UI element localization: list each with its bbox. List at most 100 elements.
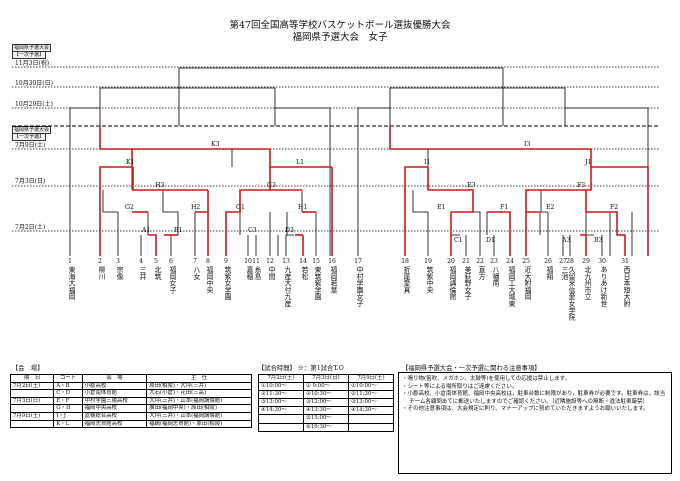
game-label-A3: A3 — [562, 237, 571, 244]
team-number: 30 — [598, 258, 606, 265]
team-name: 美萩野女子 — [463, 266, 471, 300]
venue-header-chief: 主 任 — [146, 374, 252, 383]
venue-cell-court: A・B — [53, 381, 83, 391]
team-name: 久留米信愛女学院 — [567, 266, 575, 321]
team-name: 筑紫女学園 — [223, 266, 231, 300]
note-item: ・小郡高校、小倉南体育館、福岡中央高校は，駐車台数に制限があり，駐車券が必要です… — [402, 391, 666, 405]
note-item: ・その他注意事項は、大会規定に則り、マナーアップに努めていただきますようお願いい… — [402, 406, 649, 413]
team-number: 29 — [582, 258, 590, 265]
team-name: 福岡中央 — [205, 266, 213, 294]
venue-header-row: 期 日 コート 会 場 主 任 — [9, 374, 252, 383]
times-cell: ①10:00～ — [348, 382, 394, 392]
team-name: 若松 — [300, 266, 308, 280]
game-label-E2: E2 — [546, 204, 555, 211]
team-name: 北九州市立 — [583, 266, 591, 300]
venue-cell-date: 7月9日(土) — [9, 411, 55, 421]
team-number: 24 — [506, 258, 514, 265]
venue-cell-chief: 原田(柏陵)・大坪(三井) — [146, 381, 252, 391]
times-header-day2: 7月3日(日) — [303, 373, 349, 384]
team-number: 22 — [476, 258, 484, 265]
times-cell: ⑥16:30～ — [303, 422, 349, 432]
team-name: 西日本短大附 — [622, 266, 630, 307]
venue-cell-place: 中村学園三陽高校 — [81, 396, 148, 406]
team-name: 北筑 — [153, 266, 161, 280]
team-number: 3 — [116, 258, 120, 265]
date-label-quarterfinal: 10月29日(土) — [15, 101, 53, 108]
team-number: 14 — [299, 258, 307, 265]
venue-header-date: 期 日 — [9, 374, 55, 383]
venue-cell-date — [9, 419, 55, 429]
times-cell — [258, 414, 304, 424]
game-label-J1: J1 — [585, 159, 592, 166]
game-label-H1: H1 — [298, 204, 308, 211]
team-number: 27 — [559, 258, 567, 265]
notes-panel — [398, 372, 672, 474]
team-name: 中村学園女子 — [355, 266, 363, 307]
team-number: 26 — [544, 258, 552, 265]
venue-cell-court: C・D — [53, 389, 83, 398]
times-table: 7月2日(土) 7月3日(日) 7月9日(土) ①10:00～① 9:00～①1… — [258, 373, 394, 432]
team-number: 9 — [224, 258, 228, 265]
times-cell: ④13:30～ — [303, 406, 349, 416]
team-number: 2 — [98, 258, 102, 265]
date-label-round2: 7月3日(日) — [15, 178, 46, 185]
game-label-B1: B1 — [174, 227, 183, 234]
team-name: 福岡講倫館 — [448, 266, 456, 300]
team-number: 12 — [266, 258, 274, 265]
game-label-C1: C1 — [454, 237, 463, 244]
game-label-I1: I1 — [424, 159, 431, 166]
team-name: 福岡若葉 — [329, 266, 337, 294]
times-cell: ③12:00～ — [303, 398, 349, 408]
times-cell — [348, 422, 394, 432]
venue-cell-place: 福岡中央高校 — [81, 404, 148, 413]
times-cell: ③13:00～ — [348, 398, 394, 408]
team-number: 6 — [169, 258, 173, 265]
venue-cell-place: 嘉穂総合高校 — [81, 411, 148, 421]
venue-panel-title: 【会 場】 — [12, 365, 44, 372]
venue-header-place: 会 場 — [81, 374, 148, 383]
venue-cell-court: E・F — [53, 396, 83, 406]
times-cell — [348, 414, 394, 424]
times-cell: ①10:00～ — [258, 382, 304, 392]
notes-panel-title: 【福岡県予選大会・一次予選に関わる注意事項】 — [402, 365, 541, 372]
venue-header-court: コート — [53, 374, 83, 383]
team-name: 八女 — [192, 266, 200, 280]
venue-cell-court: G・H — [53, 404, 83, 413]
times-note: ※：第1試合T.O — [297, 365, 344, 372]
times-row: ①10:00～① 9:00～①10:00～ — [258, 382, 394, 392]
times-label: 【試合時間】 — [258, 365, 296, 372]
team-name: 宗像 — [115, 266, 123, 280]
team-number: 10 — [244, 258, 252, 265]
team-name: 福岡工大城東 — [507, 266, 515, 307]
game-label-F1: F1 — [500, 204, 509, 211]
team-name: 嘉穂 — [245, 266, 253, 280]
team-name: 近大附福岡 — [523, 266, 531, 300]
venue-cell-court: K・L — [53, 419, 83, 429]
team-number: 15 — [312, 258, 320, 265]
stage-tag-sub: 【一次予選】 — [12, 51, 47, 59]
page-subtitle: 福岡県予選大会 女子 — [292, 32, 388, 43]
game-label-E3: E3 — [467, 182, 476, 189]
note-item: ・鳴り物(笛吹、メガホン、太鼓等)を使用しての応援は禁止します。 — [402, 376, 571, 382]
team-number: 20 — [447, 258, 455, 265]
team-name: 三池 — [560, 266, 568, 280]
times-cell: ⑤15:00～ — [303, 414, 349, 424]
notes-list: ・鳴り物(笛吹、メガホン、太鼓等)を使用しての応援は禁止します。・シート等による… — [402, 376, 668, 414]
date-label-semifinal: 10月30日(日) — [15, 80, 53, 87]
team-name: 柳川 — [97, 266, 105, 280]
game-label-B3: B3 — [594, 237, 603, 244]
times-cell: ③13:00～ — [258, 398, 304, 408]
team-number: 5 — [154, 258, 158, 265]
venue-cell-place: 小倉南体育館 — [81, 389, 148, 398]
team-name: 筑紫中央 — [425, 266, 433, 294]
game-label-I3: I3 — [524, 141, 531, 148]
game-label-D3: D3 — [285, 227, 294, 234]
times-row: ④14:30～④13:30～④14:30～ — [258, 406, 394, 416]
venue-cell-place: 小郡高校 — [81, 381, 148, 391]
game-label-K1: K1 — [126, 159, 135, 166]
team-name: 直方 — [477, 266, 485, 280]
